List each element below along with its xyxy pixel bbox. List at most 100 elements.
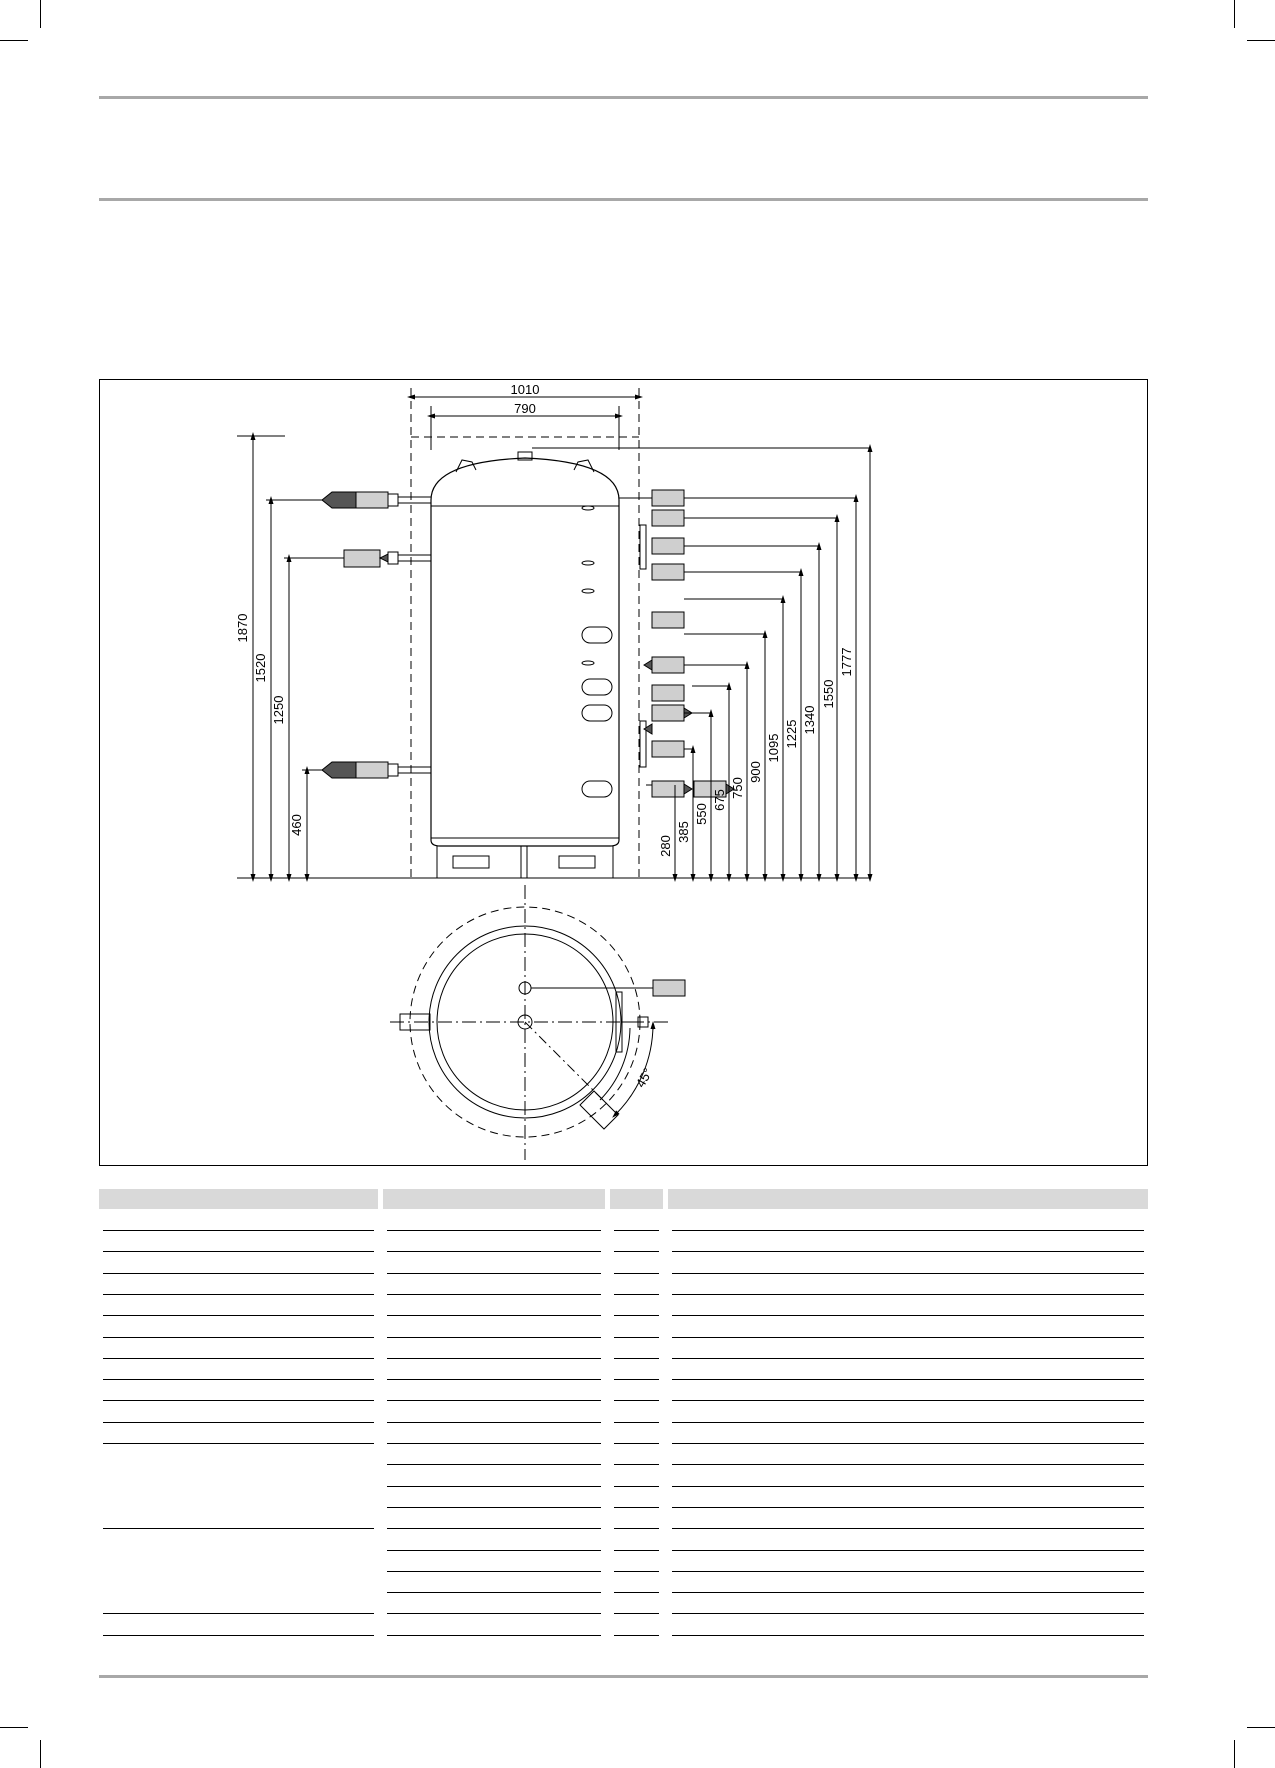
table-row-separator bbox=[614, 1550, 659, 1551]
table-row-separator bbox=[614, 1294, 659, 1295]
table-row-separator bbox=[614, 1422, 659, 1423]
table-row-separator bbox=[103, 1251, 374, 1252]
table-row-separator bbox=[103, 1337, 374, 1338]
table-row-separator bbox=[614, 1464, 659, 1465]
dim-lines-right bbox=[672, 444, 873, 882]
crop-mark bbox=[1234, 0, 1235, 28]
table-row-separator bbox=[387, 1230, 601, 1231]
table-header-cell bbox=[610, 1189, 663, 1209]
table-row-separator bbox=[103, 1443, 374, 1444]
crop-mark bbox=[1247, 40, 1275, 41]
dimension-label-1010: 1010 bbox=[511, 382, 540, 397]
connection-arrowheads bbox=[643, 659, 735, 795]
table-row-separator bbox=[672, 1273, 1144, 1274]
table-row-separator bbox=[672, 1358, 1144, 1359]
table-row-separator bbox=[387, 1294, 601, 1295]
plan-view bbox=[390, 885, 670, 1160]
table-row-separator bbox=[387, 1486, 601, 1487]
connection-label-boxes bbox=[651, 489, 727, 997]
table-row-separator bbox=[387, 1635, 601, 1636]
table-row-separator bbox=[614, 1635, 659, 1636]
tank-foot bbox=[436, 845, 522, 879]
dimension-label-1550: 1550 bbox=[821, 680, 836, 709]
table-row-separator bbox=[672, 1528, 1144, 1529]
table-row-separator bbox=[614, 1273, 659, 1274]
angle-label: 45° bbox=[633, 1065, 656, 1090]
table-row-separator bbox=[103, 1635, 374, 1636]
table-row-separator bbox=[614, 1507, 659, 1508]
header-rule-top bbox=[99, 96, 1148, 99]
dimension-label-385: 385 bbox=[676, 821, 691, 843]
table-row-separator bbox=[614, 1571, 659, 1572]
crop-mark bbox=[40, 0, 41, 28]
table-row-separator bbox=[614, 1400, 659, 1401]
table-row-separator bbox=[672, 1464, 1144, 1465]
table-row-separator bbox=[103, 1422, 374, 1423]
table-row-separator bbox=[387, 1507, 601, 1508]
table-row-separator bbox=[672, 1507, 1144, 1508]
table-row-separator bbox=[672, 1443, 1144, 1444]
left-connection-1520 bbox=[266, 491, 431, 509]
table-row-separator bbox=[387, 1379, 601, 1380]
table-header-cell bbox=[99, 1189, 378, 1209]
dimension-label-900: 900 bbox=[748, 761, 763, 783]
table-row-separator bbox=[672, 1635, 1144, 1636]
crop-mark bbox=[1247, 1727, 1275, 1728]
table-row-separator bbox=[672, 1379, 1144, 1380]
table-row-separator bbox=[387, 1400, 601, 1401]
lifting-lug bbox=[573, 459, 595, 473]
table-row-separator bbox=[387, 1592, 601, 1593]
table-row-separator bbox=[103, 1613, 374, 1614]
table-row-separator bbox=[614, 1358, 659, 1359]
table-row-separator bbox=[103, 1358, 374, 1359]
table-row-separator bbox=[387, 1337, 601, 1338]
dimension-label-1225: 1225 bbox=[784, 720, 799, 749]
table-header-cell bbox=[668, 1189, 1148, 1209]
lifting-lug bbox=[455, 459, 477, 473]
right-connections bbox=[581, 492, 664, 798]
foot-opening bbox=[558, 855, 596, 869]
top-fitting bbox=[517, 451, 533, 461]
table-row-separator bbox=[103, 1400, 374, 1401]
dimension-label-790: 790 bbox=[514, 401, 536, 416]
table-row-separator bbox=[387, 1251, 601, 1252]
table-row-separator bbox=[672, 1592, 1144, 1593]
table-row-separator bbox=[387, 1464, 601, 1465]
table-row-separator bbox=[103, 1294, 374, 1295]
table-row-separator bbox=[387, 1315, 601, 1316]
angle-arc bbox=[612, 1021, 656, 1118]
table-row-separator bbox=[614, 1592, 659, 1593]
table-row-separator bbox=[672, 1486, 1144, 1487]
table-row-separator bbox=[614, 1528, 659, 1529]
table-row-separator bbox=[672, 1230, 1144, 1231]
table-row-separator bbox=[387, 1571, 601, 1572]
dimension-label-460: 460 bbox=[289, 814, 304, 836]
table-row-separator bbox=[672, 1294, 1144, 1295]
table-row-separator bbox=[614, 1379, 659, 1380]
table-row-separator bbox=[103, 1273, 374, 1274]
table-row-separator bbox=[672, 1400, 1144, 1401]
footer-rule bbox=[99, 1675, 1148, 1678]
tank-foot bbox=[526, 845, 614, 879]
dimension-drawing: 1010 790 bbox=[99, 379, 1148, 1166]
crop-mark bbox=[0, 1727, 28, 1728]
table-row-separator bbox=[672, 1251, 1144, 1252]
table-row-separator bbox=[387, 1443, 601, 1444]
table-row-separator bbox=[103, 1528, 374, 1529]
table-header-row bbox=[99, 1189, 1148, 1210]
table-row-separator bbox=[614, 1486, 659, 1487]
table-row-separator bbox=[614, 1251, 659, 1252]
table-row-separator bbox=[387, 1528, 601, 1529]
crop-mark bbox=[1234, 1740, 1235, 1768]
dimension-label-1340: 1340 bbox=[802, 706, 817, 735]
table-row-separator bbox=[614, 1230, 659, 1231]
dimension-label-1520: 1520 bbox=[253, 654, 268, 683]
table-row-separator bbox=[672, 1550, 1144, 1551]
table-row-separator bbox=[387, 1550, 601, 1551]
table-row-separator bbox=[387, 1358, 601, 1359]
table-row-separator bbox=[672, 1337, 1144, 1338]
table-row-separator bbox=[672, 1422, 1144, 1423]
left-connection-460 bbox=[302, 761, 431, 779]
crop-mark bbox=[0, 40, 28, 41]
dimension-label-280: 280 bbox=[658, 835, 673, 857]
